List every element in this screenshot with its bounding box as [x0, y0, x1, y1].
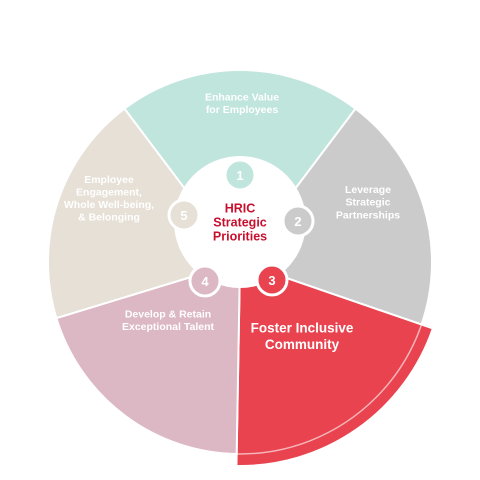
center-hub — [174, 156, 306, 288]
number-badge-3 — [255, 263, 289, 297]
number-badge-5-text: 5 — [180, 208, 187, 223]
number-badge-4 — [188, 264, 222, 298]
number-badge-1-text: 1 — [236, 168, 243, 183]
number-badge-2 — [281, 204, 315, 238]
number-badge-4-text: 4 — [201, 274, 209, 289]
number-badge-5 — [167, 198, 201, 232]
number-badge-1 — [223, 158, 257, 192]
wheel-outline — [47, 69, 433, 455]
number-badge-3-text: 3 — [268, 273, 275, 288]
number-badge-2-text: 2 — [294, 214, 301, 229]
segment-3 — [235, 260, 435, 467]
